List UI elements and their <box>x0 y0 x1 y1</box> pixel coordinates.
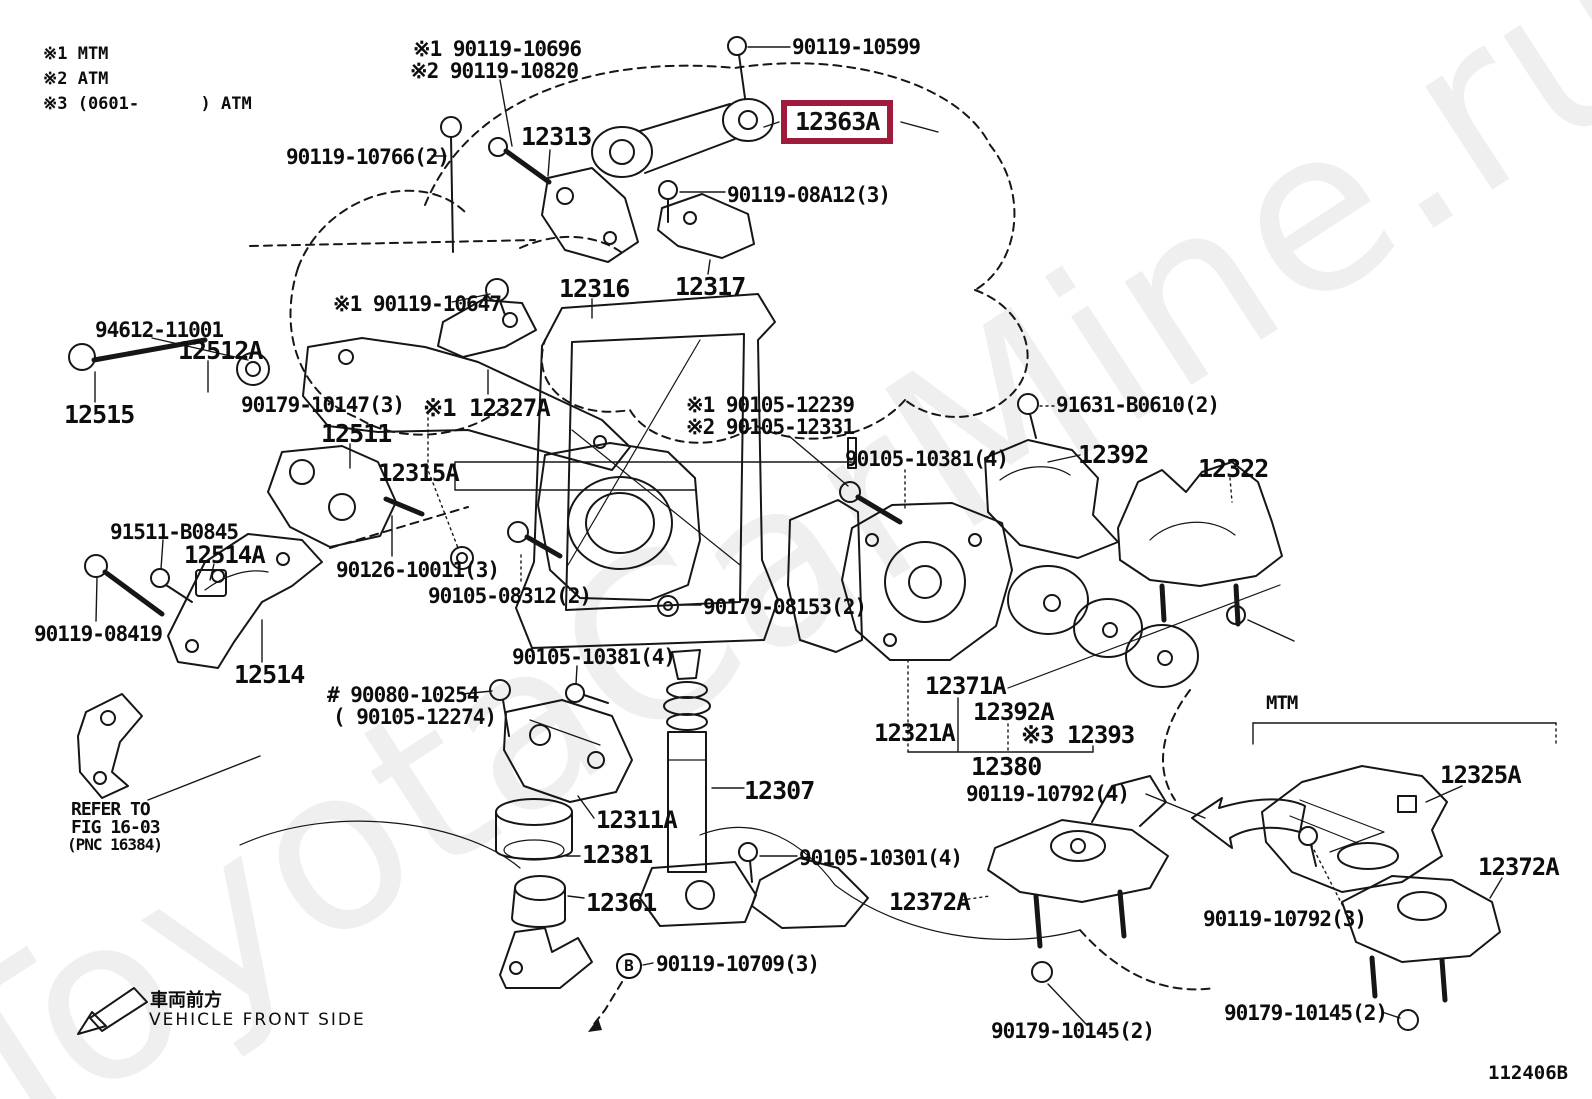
part-label-12380: 12380 <box>971 752 1042 781</box>
part-label-90179-10147-3: 90179-10147(3) <box>241 393 405 417</box>
part-label-12512a: 12512A <box>178 336 263 365</box>
part-label-1-90119-10647: ※1 90119-10647 <box>333 292 502 316</box>
part-label-90179-10145-2: 90179-10145(2) <box>991 1019 1155 1043</box>
part-label-12322: 12322 <box>1198 454 1269 483</box>
part-label-90105-10301-4: 90105-10301(4) <box>799 846 963 870</box>
part-label-90126-10011-3: 90126-10011(3) <box>336 558 500 582</box>
vehicle-front-label-jp: 車両前方 <box>150 990 222 1011</box>
part-label-12317: 12317 <box>675 272 746 301</box>
part-label-12321a: 12321A <box>874 719 956 747</box>
part-label-12325a: 12325A <box>1440 761 1522 789</box>
part-label-12514: 12514 <box>234 660 305 689</box>
part-label-2-90105-12331: ※2 90105-12331 <box>686 415 855 439</box>
part-label-94612-11001: 94612-11001 <box>95 318 224 342</box>
part-label-12372a: 12372A <box>1478 853 1560 881</box>
highlighted-part-label[interactable]: 12363A <box>781 100 894 144</box>
part-label-90105-08312-2: 90105-08312(2) <box>428 584 592 608</box>
part-label-90119-10792-3: 90119-10792(3) <box>1203 907 1367 931</box>
part-label-2-90119-10820: ※2 90119-10820 <box>410 59 579 83</box>
part-label-90119-08419: 90119-08419 <box>34 622 163 646</box>
part-label-1-90105-12239: ※1 90105-12239 <box>686 393 855 417</box>
part-label-12392a: 12392A <box>973 698 1055 726</box>
legend-item-2: ※2 ATM <box>43 69 109 89</box>
part-label-1-90119-10696: ※1 90119-10696 <box>413 37 582 61</box>
part-label-12313: 12313 <box>521 122 592 151</box>
part-label-12372a: 12372A <box>889 888 971 916</box>
part-label-fig-16-03: FIG 16-03 <box>71 817 161 838</box>
part-label-12307: 12307 <box>744 776 815 805</box>
part-label-b: B <box>616 953 642 979</box>
part-label-12311a: 12311A <box>596 806 678 834</box>
part-label-12316: 12316 <box>559 274 630 303</box>
part-label-12515: 12515 <box>64 400 135 429</box>
part-label-90119-10599: 90119-10599 <box>792 35 921 59</box>
part-label-90105-10381-4: 90105-10381(4) <box>845 447 1009 471</box>
part-label-91631-b0610-2: 91631-B0610(2) <box>1056 393 1220 417</box>
part-label-12371a: 12371A <box>925 672 1007 700</box>
part-label-1-12327a: ※1 12327A <box>423 394 551 422</box>
part-label-12511: 12511 <box>321 419 392 448</box>
part-label-12361: 12361 <box>586 888 657 917</box>
part-label-mtm: MTM <box>1266 692 1298 714</box>
part-label-90179-10145-2: 90179-10145(2) <box>1224 1001 1388 1025</box>
figure-code: 112406B <box>1488 1062 1569 1084</box>
legend-item-3: ※3 (0601- ) ATM <box>43 94 252 114</box>
part-label-90119-10709-3: 90119-10709(3) <box>656 952 820 976</box>
part-label-90119-10792-4: 90119-10792(4) <box>966 782 1130 806</box>
part-label-91511-b0845: 91511-B0845 <box>110 520 239 544</box>
part-label-3-12393: ※3 12393 <box>1021 721 1135 749</box>
part-label-90119-08a12-3: 90119-08A12(3) <box>727 183 891 207</box>
part-label-12315a: 12315A <box>378 459 460 487</box>
part-label-12392: 12392 <box>1078 440 1149 469</box>
part-label-pnc-16384: (PNC 16384) <box>67 835 163 854</box>
legend-item-1: ※1 MTM <box>43 44 109 64</box>
part-label-90080-10254: # 90080-10254 <box>327 683 479 707</box>
part-label-12381: 12381 <box>582 840 653 869</box>
vehicle-front-label-en: VEHICLE FRONT SIDE <box>149 1010 366 1030</box>
part-label-12514a: 12514A <box>184 541 266 569</box>
part-label-refer-to: REFER TO <box>71 799 151 820</box>
part-label-90119-10766-2: 90119-10766(2) <box>286 145 450 169</box>
highlighted-part-number: 12363A <box>795 107 880 136</box>
part-label-90105-12274: ( 90105-12274) <box>333 705 497 729</box>
part-label-90179-08153-2: 90179-08153(2) <box>703 595 867 619</box>
part-label-90105-10381-4: 90105-10381(4) <box>512 645 676 669</box>
